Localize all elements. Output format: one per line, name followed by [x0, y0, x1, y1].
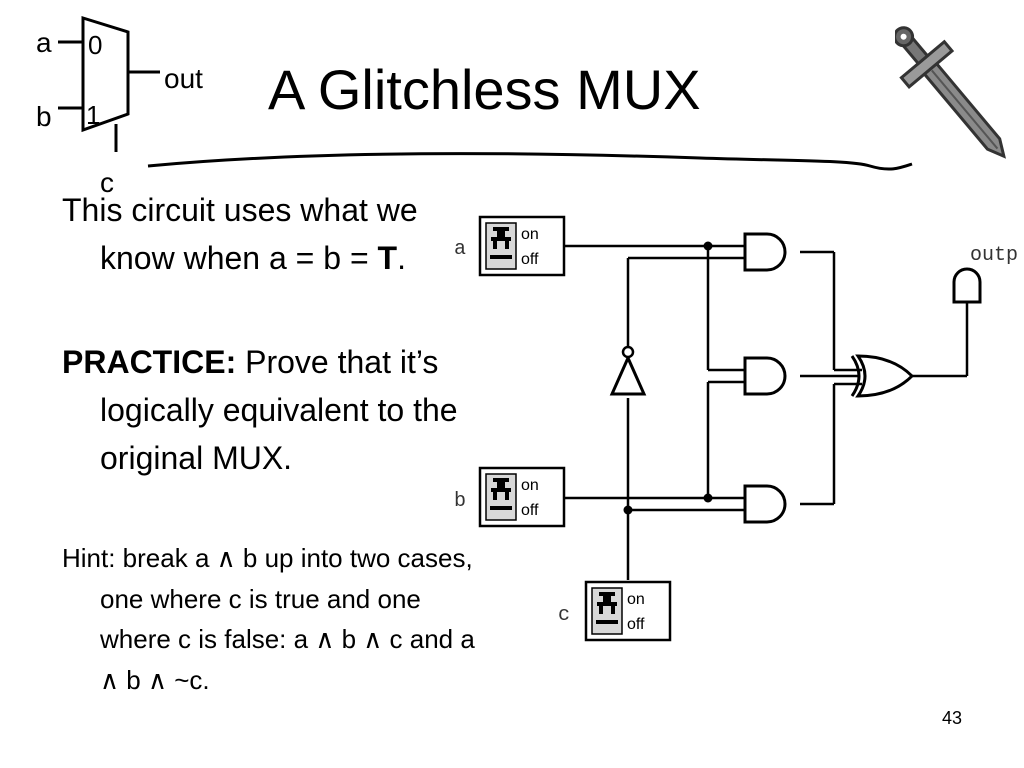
output-lamp — [952, 267, 982, 304]
and-gate-2 — [743, 356, 787, 396]
mux-label-c: c — [100, 167, 114, 198]
not-gate — [609, 345, 647, 396]
junction-c — [623, 505, 633, 515]
switch-a-on: on — [521, 226, 539, 243]
and-gate-3 — [743, 484, 787, 524]
paragraph-circuit-explanation: This circuit uses what we know when a = … — [62, 186, 472, 282]
switch-b[interactable]: on off — [478, 466, 566, 528]
and-gate-1 — [743, 232, 787, 272]
mux-symbol-diagram: a b 0 1 out c — [36, 15, 203, 198]
switch-b-on: on — [521, 477, 539, 494]
switch-b-off: off — [521, 502, 539, 519]
switch-c-off: off — [627, 616, 645, 633]
circuit-label-b: b — [454, 490, 466, 513]
switch-a[interactable]: on off — [478, 215, 566, 277]
sword-icon — [895, 26, 1007, 159]
practice-label: PRACTICE: — [62, 344, 237, 380]
slide-title: A Glitchless MUX — [268, 58, 701, 121]
paragraph-practice: PRACTICE: Prove that it’s logically equi… — [62, 338, 472, 482]
mux-label-1: 1 — [86, 100, 100, 130]
circuit-label-a: a — [454, 238, 466, 261]
mux-label-out: out — [164, 63, 203, 94]
mux-label-0: 0 — [88, 30, 102, 60]
or-gate — [850, 354, 915, 398]
glitchless-mux-circuit: on off on off on off a b c outp — [454, 215, 1018, 642]
page-number: 43 — [941, 708, 962, 728]
p1-end: . — [397, 240, 406, 276]
switch-c[interactable]: on off — [584, 580, 672, 642]
paragraph-hint: Hint: break a ∧ b up into two cases, one… — [62, 543, 475, 695]
junction-a — [703, 241, 713, 251]
mux-label-b: b — [36, 101, 52, 132]
circuit-label-c: c — [558, 604, 570, 627]
junction-b — [703, 493, 713, 503]
practice-text: Prove that it’s logically equivalent to … — [100, 344, 458, 476]
mux-label-a: a — [36, 27, 52, 58]
switch-c-on: on — [627, 591, 645, 608]
mux-body — [81, 15, 130, 133]
circuit-label-output: outp — [970, 244, 1018, 267]
p1-text: This circuit uses what we know when a = … — [62, 192, 418, 276]
p1-bold-t: T — [377, 240, 398, 276]
switch-a-off: off — [521, 251, 539, 268]
